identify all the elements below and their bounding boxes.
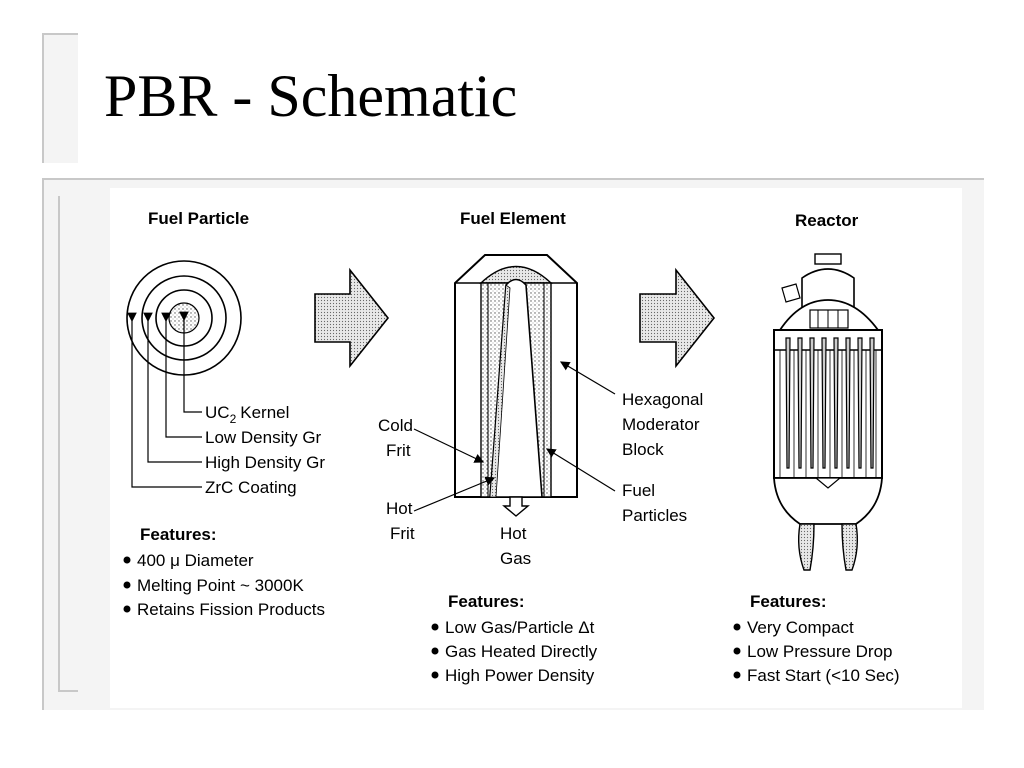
- dome-cap: [479, 265, 553, 284]
- cold-label: Cold: [378, 416, 413, 435]
- bullet-icon: [733, 671, 741, 679]
- bullet-icon: [123, 581, 131, 589]
- kernel-leader: [179, 311, 202, 413]
- bullet-icon: [733, 623, 741, 631]
- fuel-particle-header: Fuel Particle: [148, 209, 249, 228]
- flow-arrow-2-icon: [639, 267, 716, 369]
- high-density-gr-label: High Density Gr: [205, 453, 325, 472]
- reactor-header: Reactor: [795, 211, 859, 230]
- hot-frit: [489, 284, 511, 498]
- hot-gas-label-1: Hot: [500, 524, 527, 543]
- reactor-section: Reactor: [733, 211, 900, 685]
- fuel-particle-diagram: [126, 260, 242, 488]
- reactor-feature: Very Compact: [747, 618, 854, 637]
- reactor-feature: Fast Start (<10 Sec): [747, 666, 900, 685]
- bullet-icon: [733, 647, 741, 655]
- bullet-icon: [431, 647, 439, 655]
- cold-frit-label: Frit: [386, 441, 411, 460]
- hexagonal-label: Hexagonal: [622, 390, 703, 409]
- reactor-feature: Low Pressure Drop: [747, 642, 893, 661]
- moderator-label: Moderator: [622, 415, 700, 434]
- flow-arrow-1-icon: [314, 267, 390, 369]
- title-accent-bar: [42, 33, 78, 163]
- bullet-icon: [431, 671, 439, 679]
- fuel-particle-feature: Retains Fission Products: [137, 600, 325, 619]
- block-label: Block: [622, 440, 664, 459]
- hot-frit-label: Frit: [390, 524, 415, 543]
- reactor-diagram: [773, 253, 883, 571]
- fuel-particle-feature: 400 μ Diameter: [137, 551, 254, 570]
- fuel-label: Fuel: [622, 481, 655, 500]
- gas-outlet-arrow-icon: [502, 496, 530, 517]
- fuel-particle-feature: Melting Point ~ 3000K: [137, 576, 304, 595]
- hot-label: Hot: [386, 499, 413, 518]
- high-density-leader: [143, 312, 202, 463]
- bullet-icon: [123, 605, 131, 613]
- zrc-coating-label: ZrC Coating: [205, 478, 297, 497]
- fuel-element-section: Fuel Element Hexagonal Moderator: [378, 209, 703, 685]
- fuel-element-diagram: [413, 254, 616, 517]
- fuel-element-features-header: Features:: [448, 592, 525, 611]
- fuel-element-feature: High Power Density: [445, 666, 595, 685]
- fuel-element-feature: Low Gas/Particle Δt: [445, 618, 595, 637]
- bullet-icon: [123, 556, 131, 564]
- fuel-element-feature: Gas Heated Directly: [445, 642, 598, 661]
- fuel-particle-features-header: Features:: [140, 525, 217, 544]
- hot-gas-label-2: Gas: [500, 549, 531, 568]
- bullet-icon: [431, 623, 439, 631]
- content-accent-bar: [58, 196, 78, 692]
- slide-title: PBR - Schematic: [104, 63, 518, 129]
- reactor-features-header: Features:: [750, 592, 827, 611]
- low-density-gr-label: Low Density Gr: [205, 428, 322, 447]
- fuel-element-header: Fuel Element: [460, 209, 566, 228]
- zrc-leader: [127, 312, 202, 488]
- particles-label: Particles: [622, 506, 687, 525]
- low-density-leader: [161, 312, 202, 438]
